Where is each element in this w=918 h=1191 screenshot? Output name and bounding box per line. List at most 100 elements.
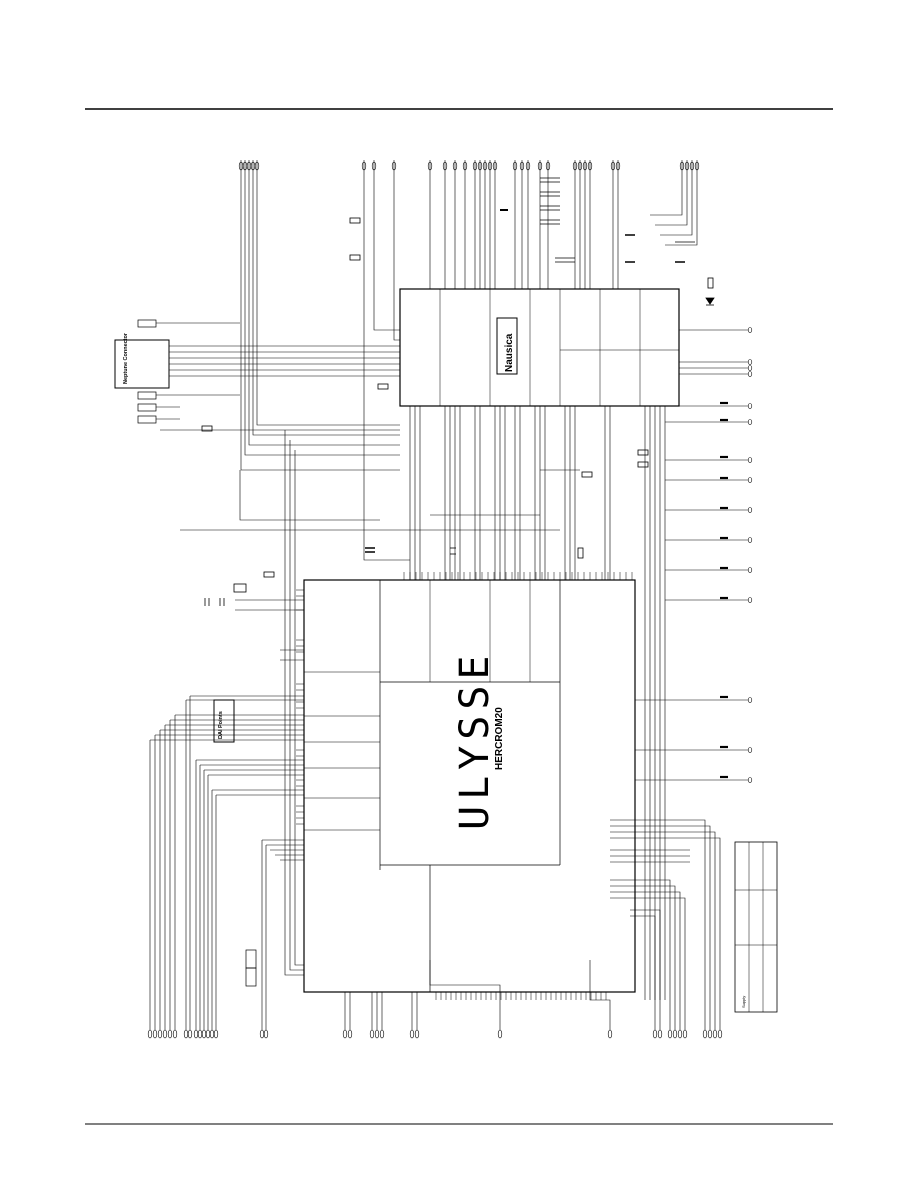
terminal-bottom	[162, 1029, 168, 1039]
terminal-right	[747, 371, 753, 377]
terminal-bottom	[201, 1029, 207, 1039]
terminal-top	[462, 161, 468, 171]
ulysse-chip: ULYSSE HERCROM20	[303, 579, 636, 993]
test-point-box-2	[245, 967, 257, 987]
dai-points-box: DAI Points	[213, 699, 235, 743]
terminal-bottom	[259, 1029, 265, 1039]
resistor-r7	[577, 547, 584, 559]
terminal-bottom	[677, 1029, 683, 1039]
terminal-bottom	[667, 1029, 673, 1039]
nausica-chip-name: Nausica	[504, 333, 515, 372]
diode-d1	[705, 297, 715, 305]
terminal-bottom	[607, 1029, 613, 1039]
terminal-top	[582, 161, 588, 171]
terminal-right	[747, 359, 753, 365]
audio-connector-title: Neptune Connector	[123, 332, 129, 384]
terminal-bottom	[712, 1029, 718, 1039]
terminal-right	[747, 747, 753, 753]
terminal-bottom	[347, 1029, 353, 1039]
terminal-top	[545, 161, 551, 171]
terminal-bottom	[369, 1029, 375, 1039]
terminal-bottom	[183, 1029, 189, 1039]
terminal-top	[492, 161, 498, 171]
terminal-bottom	[209, 1029, 215, 1039]
terminal-right	[747, 457, 753, 463]
terminal-bottom	[213, 1029, 219, 1039]
resistor-r4	[201, 425, 213, 432]
terminal-bottom	[414, 1029, 420, 1039]
terminal-bottom	[717, 1029, 723, 1039]
resistor-r9	[637, 461, 649, 468]
terminal-top	[246, 161, 252, 171]
terminal-bottom	[157, 1029, 163, 1039]
capacitor-column-right	[720, 401, 728, 779]
terminal-bottom	[672, 1029, 678, 1039]
terminal-top	[487, 161, 493, 171]
terminal-top	[679, 161, 685, 171]
terminal-right	[747, 567, 753, 573]
terminal-top	[537, 161, 543, 171]
terminal-top	[577, 161, 583, 171]
resistor-r6	[581, 471, 593, 478]
wires	[149, 160, 748, 1030]
terminal-top	[254, 161, 260, 171]
nausica-chip: Nausica	[399, 288, 680, 407]
resistor-r3	[377, 383, 389, 390]
audio-connector: Neptune Connector	[114, 319, 170, 424]
terminal-right	[747, 477, 753, 483]
terminal-right	[747, 419, 753, 425]
terminal-bottom	[147, 1029, 153, 1039]
terminal-top	[587, 161, 593, 171]
ulysse-bottom-pins	[403, 572, 633, 1000]
terminal-right	[747, 327, 753, 333]
terminal-top	[442, 161, 448, 171]
terminal-bottom	[167, 1029, 173, 1039]
resistor-r2	[349, 254, 361, 261]
crystal	[233, 583, 247, 593]
terminal-top	[472, 161, 478, 171]
terminals	[147, 161, 753, 1039]
terminal-top	[684, 161, 690, 171]
terminal-top	[242, 161, 248, 171]
supply-table: Supply	[734, 841, 778, 1013]
terminal-top	[477, 161, 483, 171]
terminal-top	[250, 161, 256, 171]
terminal-bottom	[152, 1029, 158, 1039]
ulysse-chip-part: HERCROM20	[494, 707, 505, 770]
terminal-top	[694, 161, 700, 171]
terminal-top	[689, 161, 695, 171]
terminal-top	[452, 161, 458, 171]
resistor-r8	[707, 277, 714, 289]
ulysse-chip-name: ULYSSE	[452, 650, 498, 831]
terminal-bottom	[342, 1029, 348, 1039]
terminal-bottom	[374, 1029, 380, 1039]
table-header: Supply	[741, 996, 746, 1008]
test-point-box-1	[245, 949, 257, 969]
terminal-right	[747, 403, 753, 409]
terminal-bottom	[172, 1029, 178, 1039]
terminal-top	[391, 161, 397, 171]
terminal-right	[747, 537, 753, 543]
terminal-top	[610, 161, 616, 171]
terminal-top	[361, 161, 367, 171]
terminal-top	[238, 161, 244, 171]
terminal-bottom	[205, 1029, 211, 1039]
terminal-bottom	[187, 1029, 193, 1039]
terminal-top	[519, 161, 525, 171]
terminal-right	[747, 697, 753, 703]
terminal-bottom	[497, 1029, 503, 1039]
terminal-top	[572, 161, 578, 171]
terminal-right	[747, 777, 753, 783]
terminal-bottom	[379, 1029, 385, 1039]
terminal-bottom	[707, 1029, 713, 1039]
terminal-bottom	[652, 1029, 658, 1039]
terminal-top	[482, 161, 488, 171]
terminal-top	[525, 161, 531, 171]
terminal-top	[427, 161, 433, 171]
terminal-bottom	[702, 1029, 708, 1039]
terminal-right	[747, 365, 753, 371]
resistor-r10	[637, 449, 649, 456]
terminal-bottom	[682, 1029, 688, 1039]
terminal-bottom	[657, 1029, 663, 1039]
